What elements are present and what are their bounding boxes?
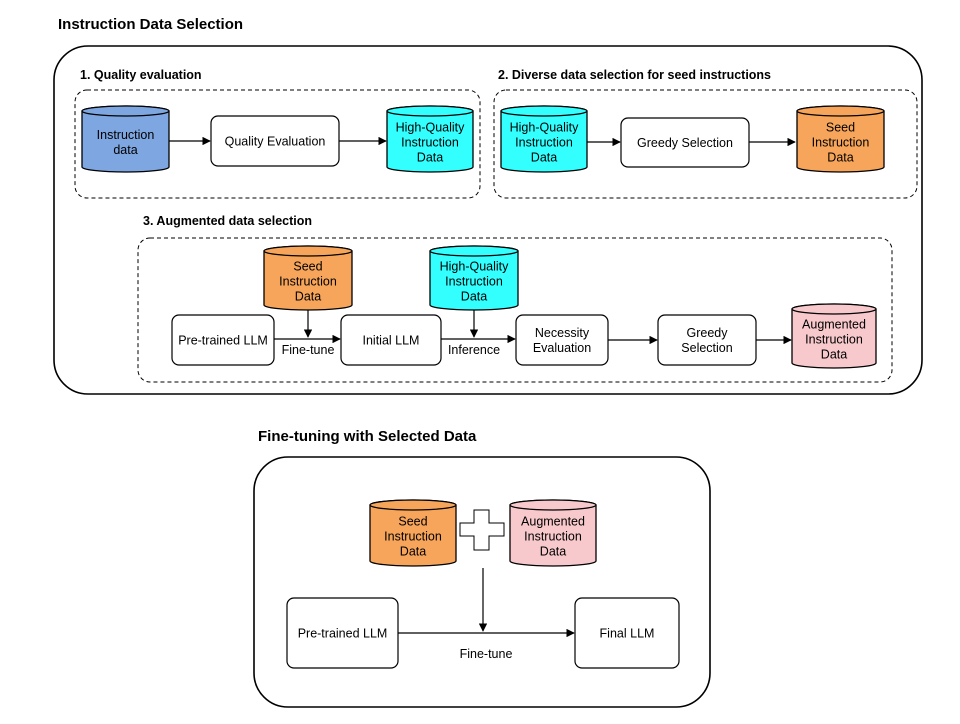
node-label: Final LLM — [600, 627, 655, 641]
edge-label-inference: Inference — [448, 343, 500, 357]
box-shape — [340, 314, 442, 366]
node-pretrained-llm-2: Pre-trained LLM — [286, 597, 399, 669]
section-quality-title: 1. Quality evaluation — [80, 68, 202, 82]
box-shape — [210, 115, 340, 167]
edge-label-finetune-1: Fine-tune — [282, 343, 335, 357]
section-augmented-title: 3. Augmented data selection — [143, 214, 312, 228]
box-shape — [574, 597, 680, 669]
box-shape — [286, 597, 399, 669]
section-quality-box — [74, 89, 481, 199]
section-augmented-box — [137, 237, 893, 383]
node-label: Data — [531, 151, 557, 165]
node-label: Instruction — [384, 530, 442, 544]
cylinder-top — [500, 105, 588, 117]
node-label: Selection — [681, 341, 732, 355]
node-label: High-Quality — [440, 260, 510, 274]
node-label: Data — [540, 545, 566, 559]
node-label: Data — [295, 290, 321, 304]
edges — [169, 136, 796, 638]
node-label: Seed — [826, 121, 855, 135]
node-initial-llm: Initial LLM — [340, 314, 442, 366]
edge-label-finetune-2: Fine-tune — [460, 647, 513, 661]
node-label: Seed — [293, 260, 322, 274]
finetuning-frame — [253, 456, 711, 708]
node-label: Evaluation — [533, 341, 591, 355]
plus-icon — [459, 509, 505, 551]
node-label: Instruction — [812, 136, 870, 150]
node-label: Instruction — [445, 275, 503, 289]
box-shape — [171, 314, 275, 366]
node-label: Instruction — [97, 128, 155, 142]
node-label: Pre-trained LLM — [298, 627, 388, 641]
cylinder-top — [81, 105, 170, 117]
box-shape — [620, 117, 750, 168]
node-label: Greedy — [687, 326, 729, 340]
node-label: Data — [417, 151, 443, 165]
node-label: Augmented — [802, 318, 866, 332]
node-quality-evaluation: Quality Evaluation — [210, 115, 340, 167]
title-finetuning: Fine-tuning with Selected Data — [258, 428, 477, 445]
cylinder-top — [429, 245, 519, 257]
node-label: Data — [821, 348, 847, 362]
box-shape — [515, 314, 609, 366]
node-label: Necessity — [535, 326, 590, 340]
cylinder-top — [791, 303, 877, 315]
node-label: Greedy Selection — [637, 136, 733, 150]
node-label: Instruction — [279, 275, 337, 289]
cylinder-top — [263, 245, 353, 257]
cylinder-top — [509, 499, 597, 511]
node-label: High-Quality — [396, 121, 466, 135]
node-label: Initial LLM — [363, 334, 420, 348]
node-label: Seed — [398, 515, 427, 529]
node-label: Data — [461, 290, 487, 304]
node-pretrained-llm-1: Pre-trained LLM — [171, 314, 275, 366]
node-label: Instruction — [524, 530, 582, 544]
node-label: Data — [400, 545, 426, 559]
node-label: Pre-trained LLM — [178, 334, 268, 348]
node-label: Instruction — [401, 136, 459, 150]
node-label: Data — [827, 151, 853, 165]
node-label: Augmented — [521, 515, 585, 529]
section-diverse-title: 2. Diverse data selection for seed instr… — [498, 68, 771, 82]
box-shape — [657, 314, 757, 366]
cylinder-top — [369, 499, 457, 511]
node-label: Instruction — [515, 136, 573, 150]
node-greedy-selection-1: Greedy Selection — [620, 117, 750, 168]
cylinder-top — [796, 105, 885, 117]
node-label: data — [113, 143, 137, 157]
section-diverse-box — [493, 89, 918, 199]
node-label: Quality Evaluation — [225, 135, 326, 149]
selection-frame — [53, 45, 923, 395]
node-label: High-Quality — [510, 121, 580, 135]
node-final-llm: Final LLM — [574, 597, 680, 669]
node-label: Instruction — [805, 333, 863, 347]
title-instruction-data-selection: Instruction Data Selection — [58, 16, 243, 33]
cylinder-top — [386, 105, 474, 117]
